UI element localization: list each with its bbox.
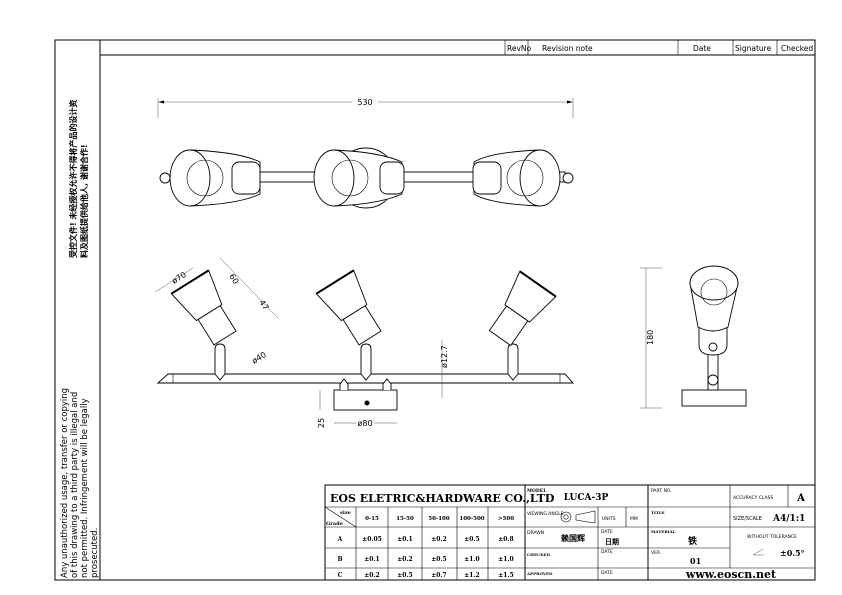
tolerance-cell: ±0.5 — [397, 572, 412, 579]
checked-header: Checked — [781, 44, 813, 53]
tolerance-cell: ±0.5 — [431, 556, 446, 563]
tolerance-cell: ±0.1 — [397, 536, 412, 543]
tolerance-corner-size: size — [340, 510, 351, 516]
model-value: LUCA-3P — [564, 493, 609, 503]
signature-header: Signature — [735, 44, 772, 53]
tolerance-cell: ±1.2 — [464, 572, 479, 579]
model-label: MODEL — [527, 488, 547, 494]
drawn-label: DRAWN — [527, 530, 544, 536]
date-label-checked: DATE — [601, 549, 613, 555]
ver-value: 01 — [690, 556, 701, 566]
chinese-notice-line2: 料及图纸提供给他人, 谢谢合作! — [79, 145, 89, 258]
top-view: 530 — [157, 98, 574, 209]
revision-note-header: Revision note — [542, 44, 593, 53]
side-view: 180 — [640, 265, 747, 409]
tolerance-grade: C — [338, 572, 343, 579]
english-notice-line2: of this drawing to a third party is ille… — [70, 392, 80, 578]
material-value: 铁 — [688, 535, 697, 547]
material-label: MATERIAL — [651, 529, 676, 534]
projection-cone-icon — [575, 510, 596, 524]
tolerance-cell: ±0.7 — [431, 572, 446, 579]
tolerance-range-header: 100-500 — [459, 516, 484, 522]
website: www.eoscn.net — [685, 568, 777, 581]
tolerance-cell: ±1.5 — [498, 572, 513, 579]
without-tolerance-label: WITHOUT TOLERANCE — [747, 534, 797, 540]
units-value: MM — [630, 516, 638, 522]
english-notice-line3: not permitted. Infringement will be lega… — [80, 398, 90, 578]
overall-length-dim: 530 — [357, 98, 372, 107]
tolerance-grade: B — [337, 556, 342, 563]
size-scale-value: A4/1:1 — [772, 514, 805, 524]
part-no-label: PART NO. — [651, 488, 672, 494]
accuracy-class-label: ACCURACY CLASS — [733, 495, 773, 501]
approved-label: APPROVED — [526, 571, 553, 576]
viewing-angle-label: VIEWING ANGLE — [527, 511, 564, 517]
tolerance-cell: ±0.2 — [364, 572, 379, 579]
tolerance-range-header: 15-50 — [396, 516, 414, 522]
date-value: 日期 — [605, 537, 619, 546]
tolerance-range-header: 50-100 — [428, 516, 450, 522]
tolerance-corner-grade: Grade — [326, 521, 343, 527]
size-scale-label: SIZE/SCALE — [733, 516, 762, 522]
first-angle-projection-icon — [560, 511, 572, 523]
base-height-dim: 25 — [317, 418, 326, 428]
front-view: ø70 60 47 ø40 ø12.7 25 ø80 — [154, 257, 575, 430]
tolerance-cell: ±0.5 — [464, 536, 479, 543]
neck-length-dim: 47 — [257, 298, 270, 311]
tolerance-cell: ±1.0 — [464, 556, 479, 563]
checked-label: CHECKED — [527, 552, 551, 557]
units-label: UNITS — [602, 516, 616, 522]
head-diameter-dim: ø70 — [170, 270, 188, 286]
tolerance-cell: ±0.1 — [364, 556, 379, 563]
angle-icon — [752, 548, 764, 556]
rev-no-header: RevNo — [507, 44, 532, 53]
tolerance-range-header: 0-15 — [365, 516, 379, 522]
chinese-notice-line1: 受控文件! 未经授权允许不得将产品的设计资 — [68, 100, 78, 258]
title-block: EOS ELETRIC&HARDWARE CO.,LTD size Grade … — [324, 484, 816, 581]
tolerance-range-header: >500 — [498, 516, 514, 522]
tolerance-cell: ±1.0 — [498, 556, 513, 563]
company-name: EOS ELETRIC&HARDWARE CO.,LTD — [330, 492, 555, 505]
tolerance-cell: ±0.2 — [397, 556, 412, 563]
tolerance-cell: ±0.05 — [362, 536, 382, 543]
date-label-approved: DATE — [601, 570, 613, 576]
total-height-dim: 180 — [646, 330, 655, 345]
english-notice-line4: prosecuted. — [90, 528, 100, 578]
accuracy-class-value: A — [796, 493, 805, 504]
tolerance-grade: A — [337, 536, 343, 543]
english-notice-line1: Any unauthorized usage, transfer or copy… — [60, 388, 70, 578]
bar-diameter-dim: ø12.7 — [440, 345, 449, 368]
date-label-drawn: DATE — [601, 529, 613, 535]
title-label: TITLE — [651, 510, 665, 515]
side-notes: 受控文件! 未经授权允许不得将产品的设计资 料及图纸提供给他人, 谢谢合作! A… — [60, 100, 100, 578]
tolerance-cell: ±0.2 — [431, 536, 446, 543]
tolerance-cell: ±0.8 — [498, 536, 513, 543]
date-header: Date — [693, 44, 711, 53]
angle-tolerance: ±0.5° — [780, 548, 805, 558]
revision-header: RevNo Revision note Date Signature Check… — [504, 40, 813, 55]
base-diameter-dim: ø80 — [357, 419, 372, 428]
head-length-dim: 60 — [227, 272, 240, 285]
ver-label: VER. — [651, 550, 661, 556]
neck-diameter-dim: ø40 — [250, 350, 268, 366]
drawn-value: 赖国辉 — [561, 533, 585, 543]
